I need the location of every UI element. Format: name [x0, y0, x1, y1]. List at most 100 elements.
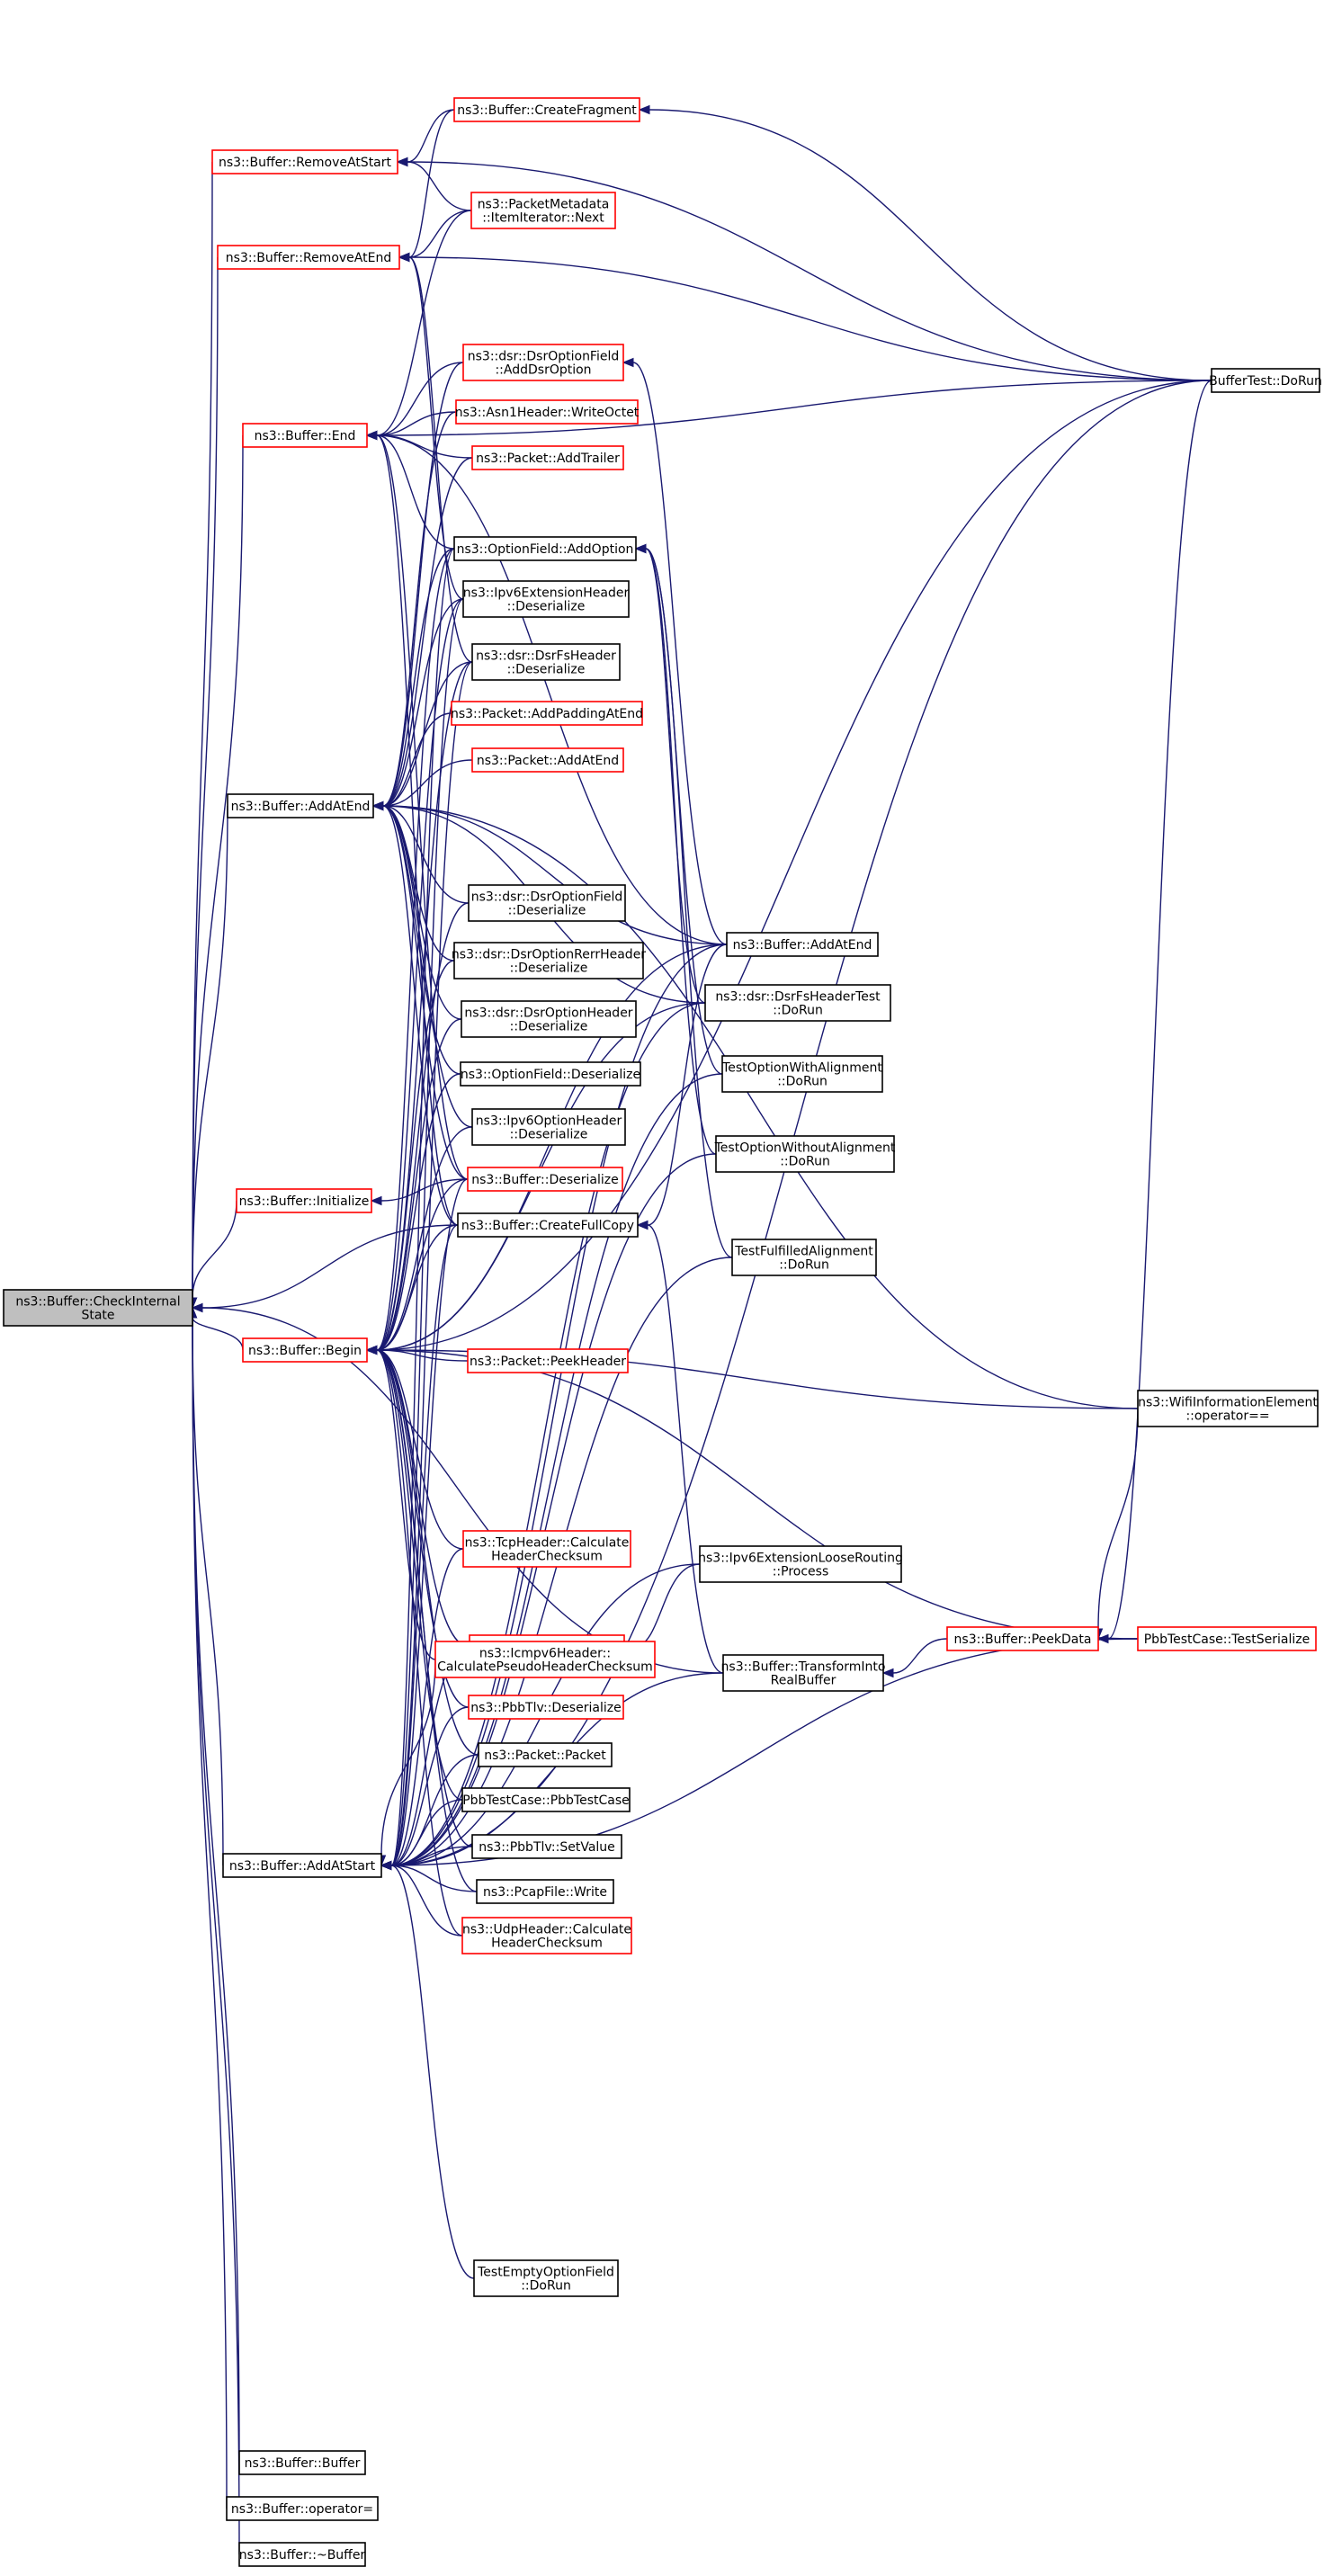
node-box: [471, 1834, 622, 1859]
edge-pmNext-to-end: [365, 210, 472, 441]
edge-peekData-to-transform: [881, 1638, 948, 1678]
node-pcapWrite[interactable]: ns3::PcapFile::Write: [476, 1879, 614, 1904]
node-peekData[interactable]: ns3::Buffer::PeekData: [946, 1626, 1099, 1651]
node-label-line: ns3::UdpHeader::Calculate: [462, 1923, 631, 1937]
node-initialize[interactable]: ns3::Buffer::Initialize: [236, 1188, 372, 1213]
node-label-line: HeaderChecksum: [491, 1550, 603, 1564]
node-label-line: PbbTestCase::TestSerialize: [1144, 1632, 1311, 1647]
node-fullCopy[interactable]: ns3::Buffer::CreateFullCopy: [457, 1212, 639, 1238]
node-removeAtEnd[interactable]: ns3::Buffer::RemoveAtEnd: [217, 245, 400, 270]
node-pbbTestCase[interactable]: PbbTestCase::PbbTestCase: [461, 1787, 631, 1812]
node-dsrAddOpt[interactable]: ns3::dsr::DsrOptionField::AddDsrOption: [462, 344, 624, 381]
node-label-line: ns3::dsr::DsrOptionField: [468, 350, 620, 364]
node-bufDes[interactable]: ns3::Buffer::Deserialize: [467, 1167, 623, 1192]
node-box: [471, 1108, 626, 1146]
node-label-line: ns3::Buffer::AddAtStart: [229, 1859, 376, 1874]
node-dsrOptFieldDes[interactable]: ns3::dsr::DsrOptionField::Deserialize: [468, 884, 626, 922]
node-dsrFsDes[interactable]: ns3::dsr::DsrFsHeader::Deserialize: [471, 643, 621, 681]
node-box: [1137, 1390, 1319, 1427]
node-label-line: ::Deserialize: [508, 904, 586, 918]
node-ipv6ExtDes[interactable]: ns3::Ipv6ExtensionHeader::Deserialize: [462, 580, 630, 618]
node-label-line: ::operator==: [1185, 1409, 1269, 1424]
node-bufAssign[interactable]: ns3::Buffer::operator=: [226, 2496, 379, 2521]
node-dsrOptHdr[interactable]: ns3::dsr::DsrOptionHeader::Deserialize: [461, 1000, 637, 1038]
node-packetPacket[interactable]: ns3::Packet::Packet: [478, 1742, 613, 1767]
node-label-line: ns3::Buffer::End: [255, 429, 356, 443]
node-dsrRerr[interactable]: ns3::dsr::DsrOptionRerrHeader::Deseriali…: [452, 942, 646, 979]
node-testWithAlign[interactable]: TestOptionWithAlignment::DoRun: [721, 1055, 883, 1093]
node-label-line: ns3::Buffer::Begin: [248, 1344, 362, 1358]
node-ipv6OptDes[interactable]: ns3::Ipv6OptionHeader::Deserialize: [471, 1108, 626, 1146]
node-createFragment[interactable]: ns3::Buffer::CreateFragment: [453, 97, 640, 122]
node-addAtStart[interactable]: ns3::Buffer::AddAtStart: [222, 1853, 382, 1878]
node-pbbTlvDes[interactable]: ns3::PbbTlv::Deserialize: [468, 1695, 624, 1720]
node-box: [236, 1188, 372, 1213]
node-bufAddAtEnd2[interactable]: ns3::Buffer::AddAtEnd: [726, 932, 879, 957]
node-box: [468, 884, 626, 922]
node-pbbSetValue[interactable]: ns3::PbbTlv::SetValue: [471, 1834, 622, 1859]
node-end[interactable]: ns3::Buffer::End: [242, 423, 368, 448]
node-label-line: ns3::Icmpv6Header::: [479, 1647, 611, 1661]
node-label-line: TestEmptyOptionField: [477, 2266, 614, 2280]
node-box: [473, 2259, 619, 2297]
node-removeAtStart[interactable]: ns3::Buffer::RemoveAtStart: [211, 149, 398, 174]
node-addPadding[interactable]: ns3::Packet::AddPaddingAtEnd: [451, 701, 643, 726]
node-box: [946, 1626, 1099, 1651]
edge-optAddOpt-to-addAtEnd: [371, 548, 455, 811]
edge-bufferTest-to-removeAtStart: [396, 157, 1212, 381]
node-icmpv6[interactable]: ns3::Icmpv6Header::CalculatePseudoHeader…: [434, 1641, 656, 1678]
node-pmNext[interactable]: ns3::PacketMetadata::ItemIterator::Next: [470, 192, 616, 229]
node-label-line: ns3::dsr::DsrFsHeader: [476, 649, 616, 664]
edge-dsrFsDes-to-addAtStart: [380, 661, 473, 1871]
node-optFieldDes[interactable]: ns3::OptionField::Deserialize: [460, 1061, 641, 1087]
node-testEmpty[interactable]: TestEmptyOptionField::DoRun: [473, 2259, 619, 2297]
node-bufBuffer[interactable]: ns3::Buffer::Buffer: [238, 2450, 366, 2475]
node-label-line: ::Deserialize: [510, 1128, 588, 1142]
node-asn1[interactable]: ns3::Asn1Header::WriteOctet: [455, 399, 640, 425]
node-label-line: ns3::Packet::AddPaddingAtEnd: [451, 707, 643, 721]
node-dsrFsTest[interactable]: ns3::dsr::DsrFsHeaderTest::DoRun: [704, 984, 891, 1022]
edge-removeAtEnd-to-root: [187, 256, 219, 1310]
edge-dsrAddOpt-to-end: [365, 362, 464, 441]
edge-bufDes-to-addAtEnd: [371, 801, 469, 1180]
node-testWithoutAlign[interactable]: TestOptionWithoutAlignment::DoRun: [714, 1135, 896, 1173]
node-label-line: ns3::dsr::DsrFsHeaderTest: [715, 990, 881, 1005]
node-box: [467, 1167, 623, 1192]
node-pbbSerialize[interactable]: PbbTestCase::TestSerialize: [1137, 1626, 1317, 1651]
edge-pbbSerialize-to-begin: [365, 1345, 1139, 1640]
node-pktAddAtEnd[interactable]: ns3::Packet::AddAtEnd: [471, 747, 624, 773]
node-box: [222, 1853, 382, 1878]
node-testFulfilled[interactable]: TestFulfilledAlignment::DoRun: [731, 1239, 877, 1276]
node-label-line: ns3::TcpHeader::Calculate: [465, 1536, 630, 1551]
node-label-line: ::DoRun: [773, 1004, 823, 1018]
node-wifiIE[interactable]: ns3::WifiInformationElement::operator==: [1137, 1390, 1319, 1427]
edge-bufferTest-to-begin: [365, 380, 1212, 1355]
node-label-line: HeaderChecksum: [491, 1936, 603, 1951]
edges: [187, 104, 1212, 2555]
node-addTrailer[interactable]: ns3::Packet::AddTrailer: [471, 445, 624, 470]
node-box: [462, 344, 624, 381]
node-label-line: ::DoRun: [780, 1155, 830, 1169]
edge-testEmpty-to-addAtStart: [380, 1860, 475, 2279]
node-box: [461, 1917, 632, 1954]
node-box: [715, 1135, 895, 1173]
edge-bufAddAtEnd2-to-end: [365, 430, 728, 945]
node-addAtEnd[interactable]: ns3::Buffer::AddAtEnd: [227, 793, 374, 818]
node-peekHeader[interactable]: ns3::Packet::PeekHeader: [467, 1348, 629, 1373]
node-optAddOpt[interactable]: ns3::OptionField::AddOption: [453, 536, 637, 561]
node-box: [1137, 1626, 1317, 1651]
node-label-line: ::DoRun: [777, 1075, 828, 1089]
node-box: [468, 1695, 624, 1720]
node-box: [211, 149, 398, 174]
node-bufDtor[interactable]: ns3::Buffer::~Buffer: [238, 2542, 366, 2567]
node-label-line: TestOptionWithAlignment: [721, 1061, 882, 1076]
node-box: [455, 399, 639, 425]
node-begin[interactable]: ns3::Buffer::Begin: [242, 1337, 368, 1363]
node-ipv6Loose[interactable]: ns3::Ipv6ExtensionLooseRouting::Process: [698, 1545, 903, 1583]
node-bufferTest[interactable]: BufferTest::DoRun: [1209, 368, 1322, 393]
node-box: [238, 2542, 366, 2567]
